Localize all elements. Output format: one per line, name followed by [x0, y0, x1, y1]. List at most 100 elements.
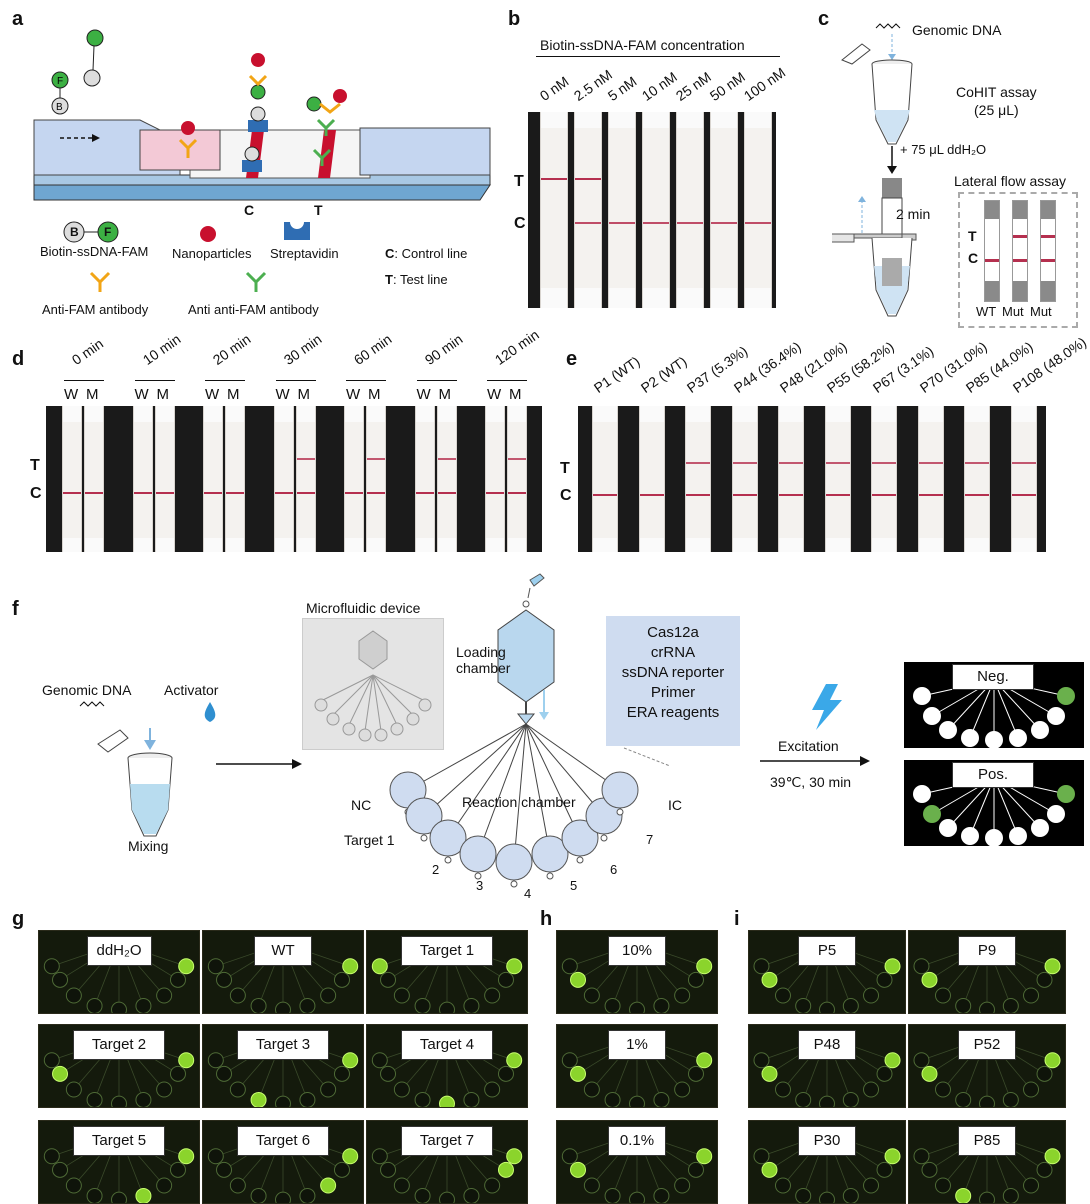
test-line	[367, 458, 385, 460]
time-underline	[487, 380, 527, 381]
time-label: 0 min	[68, 335, 107, 368]
microfluidic-chip-schematic	[389, 573, 639, 888]
control-line	[872, 494, 896, 496]
dark-chamber	[961, 827, 979, 845]
tile-chambers	[561, 1132, 713, 1203]
fluorescent-chamber	[506, 1052, 523, 1069]
dark-chamber	[414, 1091, 431, 1107]
control-line	[296, 492, 315, 494]
dark-chamber	[561, 1052, 578, 1069]
fluorescent-chamber	[250, 1091, 267, 1107]
dark-chamber	[229, 1177, 246, 1194]
dark-chamber	[795, 1091, 812, 1107]
strip-top-pad	[872, 406, 896, 422]
dark-chamber	[250, 1187, 267, 1203]
strip-top-pad	[965, 406, 989, 422]
control-line-marker: C	[244, 202, 255, 218]
dark-chamber	[913, 958, 930, 975]
strip-bottom-pad	[677, 288, 703, 308]
dark-chamber	[979, 1095, 995, 1107]
strip-bottom-pad	[872, 538, 896, 552]
strip-bottom-pad	[367, 538, 385, 552]
tile-label: P30	[798, 1126, 856, 1156]
target1-chamber-label: Target 1	[344, 832, 395, 848]
lfa-control-line	[1013, 259, 1027, 262]
dark-chamber	[320, 1081, 337, 1098]
lane-label-m: M	[156, 386, 170, 403]
dark-chamber	[985, 731, 1003, 749]
legend-streptavidin: Streptavidin	[270, 246, 339, 261]
chamber-number: 6	[610, 862, 618, 877]
panel-b-label: b	[508, 8, 521, 30]
lightning-icon	[812, 684, 842, 730]
test-line	[779, 462, 803, 464]
strip-bottom-pad	[686, 538, 710, 552]
anti-anti-fam-antibody-icon	[245, 271, 267, 292]
fluorescent-chamber	[371, 958, 388, 975]
time-strip	[225, 406, 245, 552]
dark-chamber	[371, 1148, 388, 1165]
reaction-chamber	[405, 797, 443, 835]
dark-chamber	[876, 1065, 893, 1082]
panel-d-control-label: C	[30, 485, 42, 502]
test-line-marker: T	[314, 202, 323, 218]
tile-chambers	[561, 942, 713, 1013]
dark-chamber	[393, 1177, 410, 1194]
strip-bottom-pad	[345, 538, 363, 552]
concentration-label: 0 nM	[536, 73, 572, 104]
dark-chamber	[629, 1001, 645, 1013]
dark-chamber	[333, 1065, 350, 1082]
dark-chamber	[207, 1148, 224, 1165]
dark-chamber	[371, 1052, 388, 1069]
lfa-result-box	[958, 192, 1078, 328]
strip-top-pad	[85, 406, 103, 422]
dark-chamber	[111, 1191, 127, 1203]
strip-bottom-pad	[204, 538, 222, 552]
tile-label: 1%	[608, 1030, 666, 1060]
dark-chamber	[275, 1095, 291, 1107]
fluorescent-chamber	[761, 1161, 778, 1178]
time-strip	[414, 406, 435, 552]
strip-top-pad	[575, 112, 601, 128]
reaction-chamber	[429, 819, 467, 857]
chamber-number: 2	[432, 862, 440, 877]
control-line	[677, 222, 703, 224]
dark-chamber	[1023, 987, 1040, 1004]
lfa-strip-cap	[1041, 201, 1055, 219]
strip-bottom-pad	[825, 538, 850, 552]
dark-chamber	[1009, 827, 1027, 845]
legend-anti-fam: Anti-FAM antibody	[42, 302, 149, 317]
fluorescent-chamber	[1044, 1148, 1061, 1165]
microfluidic-device-label: Microfluidic device	[306, 600, 421, 616]
mixing-label: Mixing	[128, 838, 169, 854]
tile-label: P5	[798, 936, 856, 966]
fluorescent-chamber	[52, 1065, 69, 1082]
dark-chamber	[169, 1065, 186, 1082]
biotin-fam-icon	[63, 221, 119, 243]
dark-chamber	[674, 987, 691, 1004]
time-strip	[295, 406, 316, 552]
panel-g-label: g	[12, 908, 25, 930]
mixing-tube-diagram	[79, 701, 216, 837]
strip-top-pad	[437, 406, 456, 422]
svg-text:F: F	[57, 76, 63, 87]
dark-chamber	[561, 958, 578, 975]
time-strip	[436, 406, 457, 552]
strip-top-pad	[686, 406, 710, 422]
fluorescent-chamber	[1057, 785, 1075, 803]
dark-chamber	[43, 1148, 60, 1165]
fluorescent-chamber	[761, 1065, 778, 1082]
dark-chamber	[955, 997, 972, 1013]
dark-chamber	[439, 1191, 455, 1203]
dark-chamber	[774, 1177, 791, 1194]
time-strip	[154, 406, 175, 552]
tile-label: Target 1	[401, 936, 493, 966]
lfa-strip-cap	[985, 201, 999, 219]
dark-chamber	[439, 1001, 455, 1013]
step-arrow-1	[216, 759, 302, 769]
time-label: 90 min	[421, 330, 465, 368]
lfa-strip	[1040, 200, 1056, 302]
strip-top-pad	[593, 406, 617, 422]
dark-chamber	[156, 1081, 173, 1098]
panel-f-genomic-dna: Genomic DNA	[42, 682, 132, 698]
